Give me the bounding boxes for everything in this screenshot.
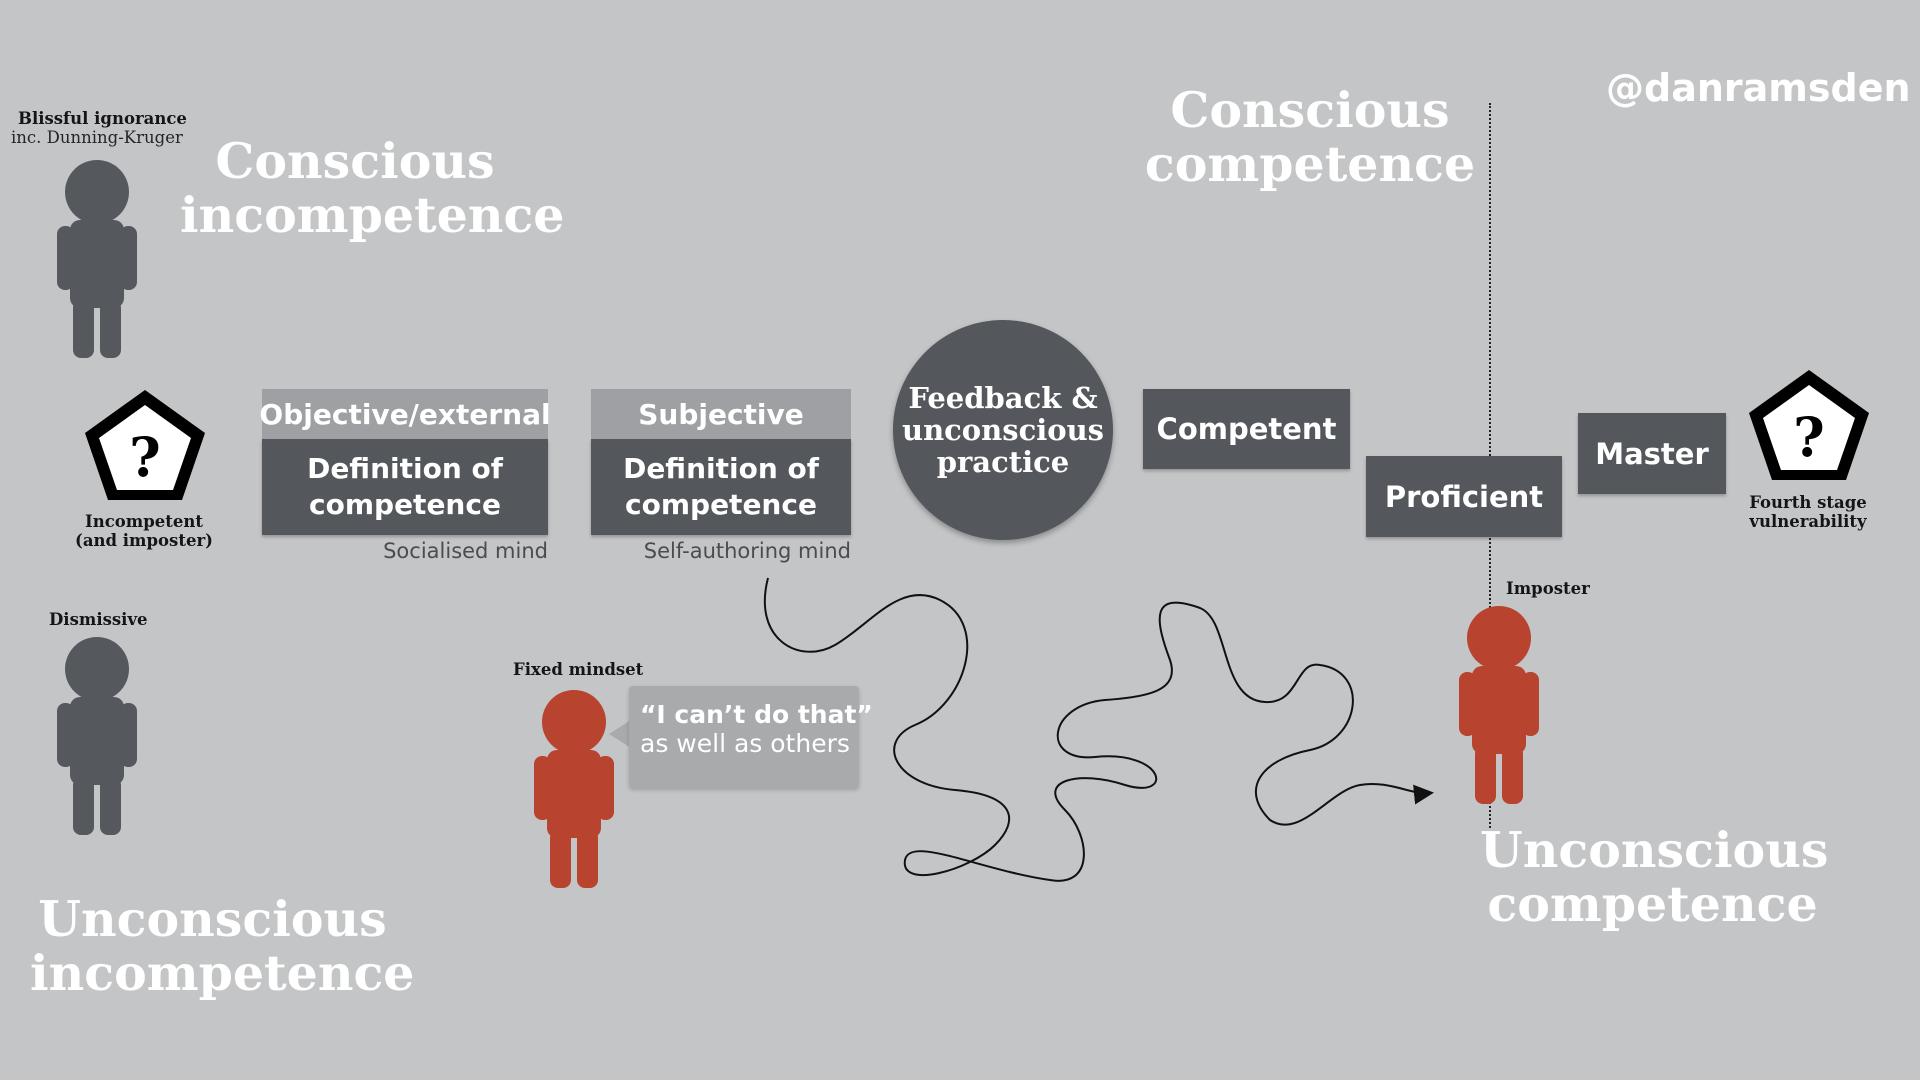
label-line: vulnerability [1749,512,1867,531]
heading-line: Conscious [1170,81,1450,139]
imposter-title: Imposter [1506,579,1590,598]
heading-unconscious-competence: Unconscious competence [1480,821,1829,933]
question-pentagon-icon: ? [85,390,205,500]
heading-line: incompetence [180,186,565,244]
heading-line: competence [1487,875,1818,933]
label-line: Fourth stage [1749,493,1867,512]
heading-conscious-incompetence: Conscious incompetence [180,132,565,244]
heading-line: competence [1144,135,1476,193]
person-red-icon [1459,606,1539,804]
competent-box: Competent [1143,389,1350,469]
person-grey-icon [57,160,137,358]
incompetent-label: Incompetent (and imposter) [66,512,222,550]
heading-unconscious-incompetence: Unconscious incompetence [30,890,415,1002]
feedback-practice-circle: Feedback & unconscious practice [893,320,1113,540]
speech-line-1: “I can’t do that” [640,700,873,729]
fixed-mindset-title: Fixed mindset [513,660,644,679]
proficient-box: Proficient [1366,456,1562,537]
dismissive-title: Dismissive [49,610,148,629]
circle-line: practice [936,445,1070,479]
box-line: Definition of [623,452,819,485]
heading-line: Conscious [215,132,495,190]
heading-conscious-competence: Conscious competence [1140,83,1480,191]
heading-line: incompetence [30,944,415,1002]
circle-line: Feedback & [908,381,1098,415]
box-line: Definition of [307,452,503,485]
pentagon-symbol: ? [129,425,161,489]
blissful-ignorance-subtitle: inc. Dunning-Kruger [11,128,183,147]
subjective-box-header: Subjective [591,389,851,439]
heading-line: Unconscious [38,890,387,948]
heading-line: Unconscious [1480,821,1829,879]
socialised-mind-caption: Socialised mind [383,539,548,563]
master-box: Master [1578,413,1726,494]
self-authoring-mind-caption: Self-authoring mind [643,539,851,563]
pentagon-symbol: ? [1793,405,1825,469]
label-line: (and imposter) [75,531,213,550]
person-red-icon [534,690,614,888]
blissful-ignorance-title: Blissful ignorance [18,109,187,128]
box-line: competence [309,488,501,521]
objective-box: Definition of competence [262,439,548,535]
circle-line: unconscious [901,413,1104,447]
box-line: competence [625,488,817,521]
subjective-box: Definition of competence [591,439,851,535]
speech-bubble-tail [609,720,631,748]
person-grey-icon [57,637,137,835]
author-handle: @danramsden [1606,66,1911,110]
fourth-stage-label: Fourth stage vulnerability [1730,493,1886,531]
label-line: Incompetent [85,512,203,531]
speech-bubble: “I can’t do that” as well as others [629,686,873,788]
question-pentagon-icon: ? [1749,370,1869,480]
speech-line-2: as well as others [640,729,850,758]
objective-box-header: Objective/external [259,389,551,439]
